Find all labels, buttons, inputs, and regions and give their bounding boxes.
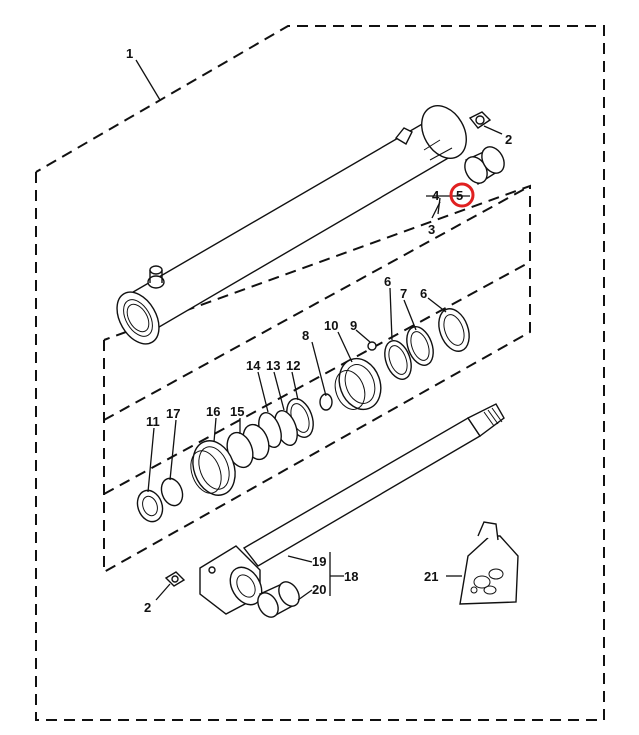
- callout-15: 15: [230, 404, 244, 419]
- highlight-ring: [449, 182, 475, 208]
- callout-11: 11: [146, 414, 160, 429]
- parts-group-divider-lower: [103, 261, 531, 495]
- kit-boundary: [35, 25, 605, 721]
- callout-20: 20: [312, 582, 326, 597]
- exploded-panel-boundary: [103, 184, 531, 574]
- callout-3: 3: [428, 222, 435, 237]
- callout-1: 1: [126, 46, 133, 61]
- callout-9: 9: [350, 318, 357, 333]
- callout-16: 16: [206, 404, 220, 419]
- callout-10: 10: [324, 318, 338, 333]
- callout-4: 4: [432, 188, 440, 203]
- bushing-part-5: [464, 146, 505, 186]
- callout-21: 21: [424, 569, 438, 584]
- callout-2-top: 2: [505, 132, 512, 147]
- parts-group-divider-upper: [103, 185, 531, 421]
- piston-seal-set: [136, 423, 270, 523]
- grease-fitting-bottom: [164, 571, 186, 587]
- cylinder-barrel: [116, 105, 467, 345]
- callout-14: 14: [246, 358, 261, 373]
- callout-17: 17: [166, 406, 180, 421]
- gland-seal-set: [258, 308, 470, 448]
- hardware-bag: [459, 521, 519, 605]
- bushing-part-20: [257, 581, 300, 618]
- grease-fitting-top: [468, 111, 492, 129]
- leader-lines: [135, 59, 503, 601]
- callout-5: 5: [456, 188, 463, 203]
- callout-19: 19: [312, 554, 326, 569]
- callout-7: 7: [400, 286, 407, 301]
- callout-6-left: 6: [384, 274, 391, 289]
- callout-6-right: 6: [420, 286, 427, 301]
- callout-2-bottom: 2: [144, 600, 151, 615]
- callout-18: 18: [344, 569, 358, 584]
- callout-8: 8: [302, 328, 309, 343]
- callout-12: 12: [286, 358, 300, 373]
- callout-labels: 1 2 4 5 3 6 7 6 8 10 9 14 13 12 11 17 16…: [126, 46, 512, 615]
- callout-13: 13: [266, 358, 280, 373]
